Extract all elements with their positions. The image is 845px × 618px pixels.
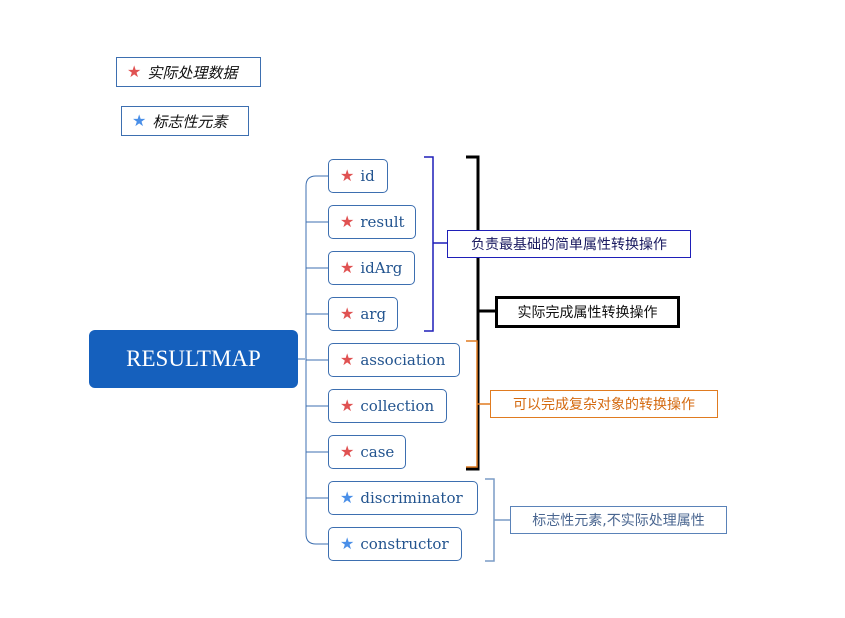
child-node-result[interactable]: ★ result: [328, 205, 416, 239]
legend-marker-label: 标志性元素: [152, 112, 228, 131]
blue-star-icon: ★: [340, 534, 355, 553]
child-label: result: [360, 213, 405, 231]
child-node-case[interactable]: ★ case: [328, 435, 406, 469]
bracket-marker-text: 标志性元素,不实际处理属性: [532, 513, 705, 529]
bracket-label-all[interactable]: 实际完成属性转换操作: [495, 296, 680, 328]
bracket-label-complex[interactable]: 可以完成复杂对象的转换操作: [490, 390, 718, 418]
root-node-resultmap[interactable]: RESULTMAP: [89, 330, 298, 388]
child-label: constructor: [360, 535, 449, 553]
red-star-icon: ★: [340, 166, 355, 185]
child-label: collection: [360, 397, 435, 415]
bracket-complex: [466, 340, 490, 468]
legend-actual-data: ★ 实际处理数据: [116, 57, 261, 87]
red-star-icon: ★: [127, 62, 142, 81]
child-node-idarg[interactable]: ★ idArg: [328, 251, 415, 285]
child-label: idArg: [360, 259, 403, 277]
child-node-association[interactable]: ★ association: [328, 343, 460, 377]
bracket-basic-text: 负责最基础的简单属性转换操作: [471, 237, 667, 253]
bracket-label-marker[interactable]: 标志性元素,不实际处理属性: [510, 506, 727, 534]
child-label: id: [360, 167, 375, 185]
child-label: discriminator: [360, 489, 463, 507]
blue-star-icon: ★: [132, 111, 147, 130]
child-label: case: [360, 443, 395, 461]
red-star-icon: ★: [340, 304, 355, 323]
bracket-complex-text: 可以完成复杂对象的转换操作: [513, 397, 695, 413]
child-node-arg[interactable]: ★ arg: [328, 297, 398, 331]
red-star-icon: ★: [340, 258, 355, 277]
red-star-icon: ★: [340, 442, 355, 461]
red-star-icon: ★: [340, 396, 355, 415]
blue-star-icon: ★: [340, 488, 355, 507]
bracket-basic: [424, 156, 447, 332]
legend-marker-element: ★ 标志性元素: [121, 106, 249, 136]
bracket-label-basic[interactable]: 负责最基础的简单属性转换操作: [447, 230, 691, 258]
child-node-discriminator[interactable]: ★ discriminator: [328, 481, 478, 515]
bracket-all-text: 实际完成属性转换操作: [517, 305, 658, 321]
red-star-icon: ★: [340, 350, 355, 369]
branch-spine: [305, 175, 328, 545]
child-label: arg: [360, 305, 387, 323]
root-label: RESULTMAP: [126, 346, 261, 371]
legend-actual-label: 实际处理数据: [147, 63, 238, 82]
child-node-id[interactable]: ★ id: [328, 159, 388, 193]
bracket-marker: [485, 478, 510, 562]
bracket-all: [466, 155, 495, 471]
child-node-constructor[interactable]: ★ constructor: [328, 527, 462, 561]
child-node-collection[interactable]: ★ collection: [328, 389, 447, 423]
red-star-icon: ★: [340, 212, 355, 231]
child-label: association: [360, 351, 446, 369]
